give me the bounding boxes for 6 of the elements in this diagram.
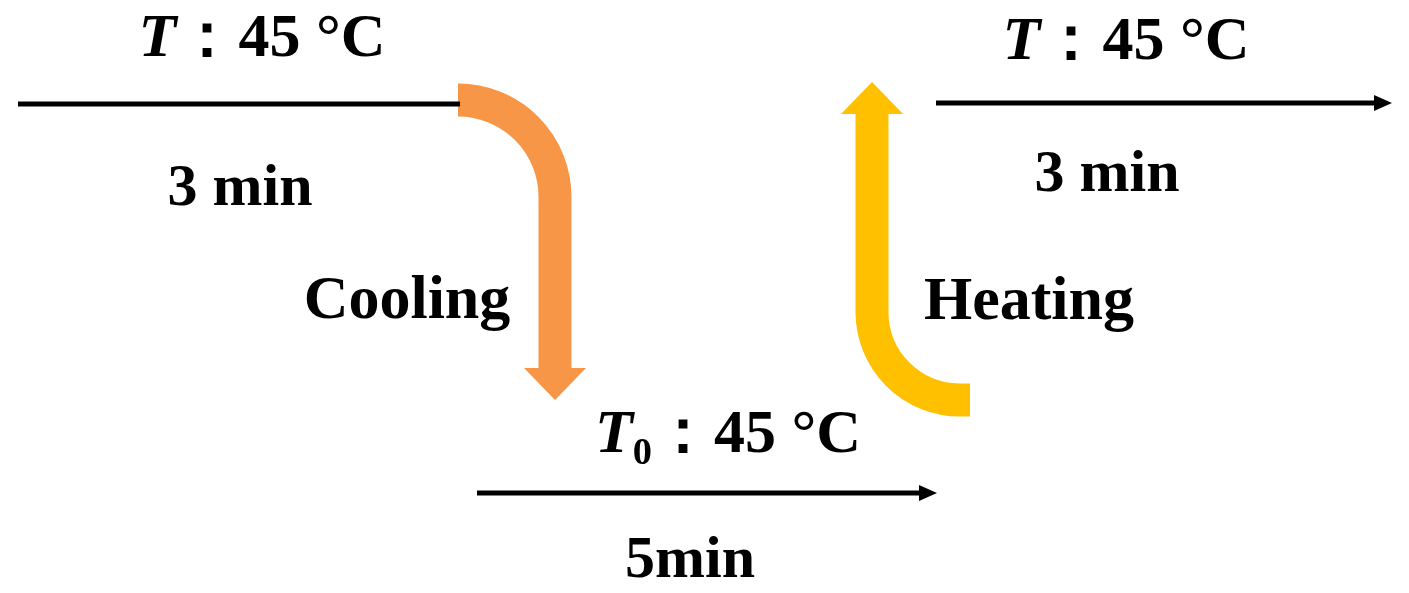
temperature-label: T：45 °C — [1002, 7, 1250, 69]
duration-label: 3 min — [167, 155, 313, 215]
duration-label: 3 min — [1034, 141, 1180, 201]
duration-label: 5min — [625, 527, 755, 587]
temperature-label: T$_{0}$：45 °C — [594, 400, 862, 462]
temperature-label: T：45 °C — [138, 4, 386, 66]
